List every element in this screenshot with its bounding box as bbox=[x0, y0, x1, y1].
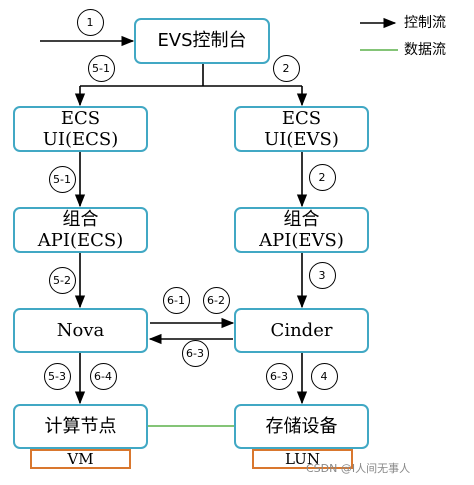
evs-ui-label-line2: UI(EVS) bbox=[264, 129, 339, 150]
combo-api-evs-label-line1: 组合 bbox=[283, 208, 320, 230]
step-badge-api-to-cinder: 3 bbox=[308, 261, 336, 289]
legend-control-flow-label: 控制流 bbox=[404, 15, 446, 31]
cinder-label: Cinder bbox=[270, 319, 333, 341]
step-badge-cinder-to-storage-a: 6-3 bbox=[265, 362, 293, 390]
combo-api-evs-box: 组合 API(EVS) bbox=[234, 207, 369, 253]
step-badge-to-ecs-ui: 5-1 bbox=[87, 54, 115, 82]
legend-data-flow-label: 数据流 bbox=[404, 42, 446, 58]
step-badge-cinder-to-nova: 6-3 bbox=[181, 339, 209, 367]
vm-tag: VM bbox=[30, 449, 131, 469]
vm-label: VM bbox=[67, 449, 94, 468]
compute-node-label: 计算节点 bbox=[44, 415, 117, 437]
lun-label: LUN bbox=[285, 449, 320, 468]
cinder-box: Cinder bbox=[234, 308, 369, 353]
ecs-ui-box: ECS UI(ECS) bbox=[13, 106, 148, 152]
step-badge-cinder-to-storage-b: 4 bbox=[310, 362, 338, 390]
compute-node-box: 计算节点 bbox=[13, 404, 148, 449]
ecs-ui-label-line2: UI(ECS) bbox=[42, 129, 119, 150]
step-badge-evs-ui-to-api: 2 bbox=[308, 163, 336, 191]
evs-ui-box: ECS UI(EVS) bbox=[234, 106, 369, 152]
combo-api-evs-label-line2: API(EVS) bbox=[259, 230, 344, 251]
step-badge-nova-to-compute-a: 5-3 bbox=[43, 362, 71, 390]
step-badge-api-to-nova: 5-2 bbox=[48, 266, 76, 294]
step-badge-start: 1 bbox=[76, 8, 104, 36]
evs-ui-label-line1: ECS bbox=[281, 107, 322, 129]
storage-device-box: 存储设备 bbox=[234, 404, 369, 449]
step-badge-to-evs-ui: 2 bbox=[272, 54, 300, 82]
lun-tag: LUN bbox=[252, 449, 353, 469]
evs-console-box: EVS控制台 bbox=[134, 18, 270, 64]
ecs-ui-label-line1: ECS bbox=[60, 107, 101, 129]
step-badge-ecs-ui-to-api: 5-1 bbox=[48, 165, 76, 193]
storage-device-label: 存储设备 bbox=[265, 415, 338, 437]
nova-box: Nova bbox=[13, 308, 148, 353]
combo-api-ecs-label-line1: 组合 bbox=[62, 208, 99, 230]
csdn-watermark: CSDN @I人间无事人 bbox=[306, 462, 411, 475]
step-badge-nova-to-cinder-a: 6-1 bbox=[162, 286, 190, 314]
nova-label: Nova bbox=[56, 319, 105, 341]
evs-console-label: EVS控制台 bbox=[157, 30, 247, 52]
step-badge-nova-to-cinder-b: 6-2 bbox=[202, 286, 230, 314]
combo-api-ecs-box: 组合 API(ECS) bbox=[13, 207, 148, 253]
combo-api-ecs-label-line2: API(ECS) bbox=[37, 230, 124, 251]
step-badge-nova-to-compute-b: 6-4 bbox=[89, 362, 117, 390]
